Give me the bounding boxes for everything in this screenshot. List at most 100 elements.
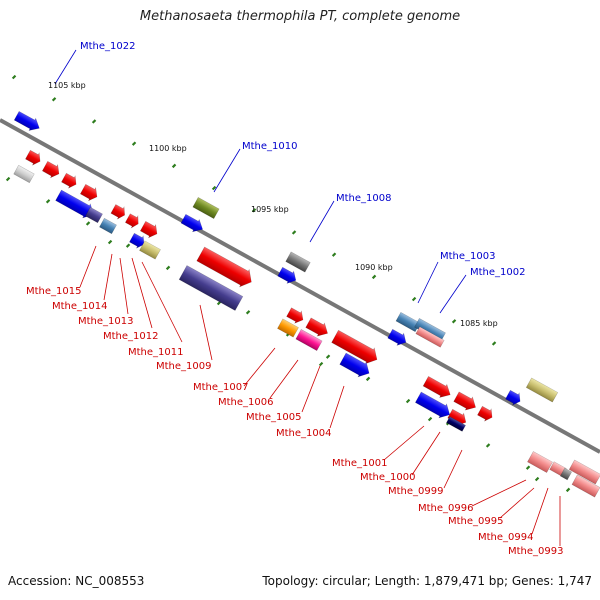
gene-callout-line	[329, 385, 345, 429]
scale-tick-mark	[525, 465, 531, 470]
gene-label[interactable]: Mthe_0994	[478, 532, 534, 543]
scale-tick-mark	[51, 97, 57, 102]
gene-callout-line	[131, 257, 153, 329]
gene-label[interactable]: Mthe_0996	[418, 503, 474, 514]
gene-label[interactable]: Mthe_1006	[218, 397, 274, 408]
gene-label[interactable]: Mthe_1011	[128, 347, 184, 358]
gene-feature[interactable]	[196, 245, 256, 291]
gene-feature[interactable]	[527, 451, 553, 473]
gene-feature[interactable]	[180, 213, 206, 236]
scale-tick-mark	[245, 310, 251, 315]
gene-feature[interactable]	[110, 203, 128, 222]
gene-callout-line	[531, 487, 549, 535]
scale-tick-mark	[11, 74, 17, 80]
gene-feature[interactable]	[139, 240, 161, 260]
gene-callout-line	[79, 245, 97, 288]
gene-feature[interactable]	[476, 404, 495, 423]
scale-tick-mark	[131, 141, 137, 146]
gene-label[interactable]: Mthe_0993	[508, 546, 564, 557]
gene-label[interactable]: Mthe_1015	[26, 286, 82, 297]
scale-tick-mark	[331, 252, 337, 257]
gene-label[interactable]: Mthe_1003	[440, 251, 496, 262]
gene-label[interactable]: Mthe_1007	[193, 382, 249, 393]
gene-feature[interactable]	[568, 459, 600, 485]
gene-feature[interactable]	[124, 212, 141, 230]
gene-feature[interactable]	[99, 217, 117, 235]
scale-tick-mark	[45, 199, 51, 204]
genome-summary-text: Topology: circular; Length: 1,879,471 bp…	[262, 574, 592, 588]
gene-feature[interactable]	[277, 318, 299, 338]
scale-ticks	[5, 74, 571, 493]
gene-feature[interactable]	[395, 311, 421, 333]
gene-label[interactable]: Mthe_1022	[80, 41, 136, 52]
gene-label[interactable]: Mthe_1000	[360, 472, 416, 483]
gene-feature[interactable]	[446, 416, 466, 432]
scale-label-1095: 1095 kbp	[251, 205, 289, 214]
gene-feature[interactable]	[60, 171, 79, 190]
gene-callout-line	[499, 487, 535, 519]
scale-tick-mark	[325, 354, 331, 359]
accession-text: Accession: NC_008553	[8, 574, 145, 588]
gene-label[interactable]: Mthe_0999	[388, 486, 444, 497]
gene-feature[interactable]	[13, 164, 35, 184]
gene-feature[interactable]	[192, 197, 220, 219]
gene-feature[interactable]	[415, 326, 445, 348]
gene-callout-line	[439, 274, 467, 314]
gene-feature[interactable]	[571, 474, 600, 498]
gene-feature[interactable]	[13, 110, 43, 135]
gene-feature[interactable]	[453, 390, 480, 414]
gene-feature[interactable]	[339, 351, 373, 380]
gene-feature[interactable]	[286, 306, 307, 326]
gene-feature[interactable]	[387, 328, 410, 349]
gene-callout-line	[199, 304, 213, 361]
gene-label[interactable]: Mthe_1008	[336, 193, 392, 204]
scale-tick-mark	[85, 221, 91, 226]
gene-callout-line	[213, 148, 241, 193]
gene-feature[interactable]	[128, 231, 147, 250]
gene-feature[interactable]	[525, 377, 559, 403]
scale-tick-mark	[427, 416, 433, 422]
gene-label[interactable]: Mthe_1001	[332, 458, 388, 469]
scale-tick-mark	[251, 208, 257, 213]
scale-tick-mark	[451, 319, 457, 324]
gene-feature[interactable]	[79, 183, 100, 204]
scale-tick-mark	[485, 443, 491, 448]
scale-tick-mark	[491, 341, 497, 346]
gene-feature[interactable]	[277, 266, 300, 287]
gene-feature[interactable]	[414, 390, 453, 421]
scale-tick-mark	[405, 398, 411, 404]
gene-feature[interactable]	[41, 160, 62, 181]
gene-feature[interactable]	[178, 265, 244, 311]
gene-label[interactable]: Mthe_1002	[470, 267, 526, 278]
gene-feature[interactable]	[24, 148, 43, 167]
gene-callouts: Mthe_1022Mthe_1010Mthe_1008Mthe_1003Mthe…	[26, 41, 564, 557]
gene-label[interactable]: Mthe_1005	[246, 412, 302, 423]
gene-feature[interactable]	[285, 251, 311, 273]
gene-callout-line	[243, 347, 276, 387]
gene-label[interactable]: Mthe_0995	[448, 516, 504, 527]
gene-features	[13, 110, 600, 498]
scale-tick-mark	[5, 176, 11, 182]
gene-feature[interactable]	[559, 467, 573, 481]
gene-label[interactable]: Mthe_1013	[78, 316, 134, 327]
scale-tick-mark	[211, 185, 217, 191]
gene-feature[interactable]	[504, 388, 523, 407]
scale-label-1105: 1105 kbp	[48, 81, 86, 90]
gene-label[interactable]: Mthe_1012	[103, 331, 159, 342]
gene-feature[interactable]	[295, 329, 323, 351]
gene-label[interactable]: Mthe_1004	[276, 428, 332, 439]
gene-label[interactable]: Mthe_1014	[52, 301, 108, 312]
gene-feature[interactable]	[139, 220, 160, 241]
gene-callout-line	[471, 479, 527, 507]
scale-tick-mark	[291, 230, 297, 235]
scale-tick-mark	[534, 476, 540, 482]
gene-feature[interactable]	[85, 206, 103, 224]
gene-callout-line	[443, 449, 463, 489]
gene-feature[interactable]	[305, 316, 332, 340]
gene-feature[interactable]	[422, 375, 454, 402]
gene-label[interactable]: Mthe_1010	[242, 141, 298, 152]
gene-feature[interactable]	[331, 328, 382, 367]
gene-label[interactable]: Mthe_1009	[156, 361, 212, 372]
